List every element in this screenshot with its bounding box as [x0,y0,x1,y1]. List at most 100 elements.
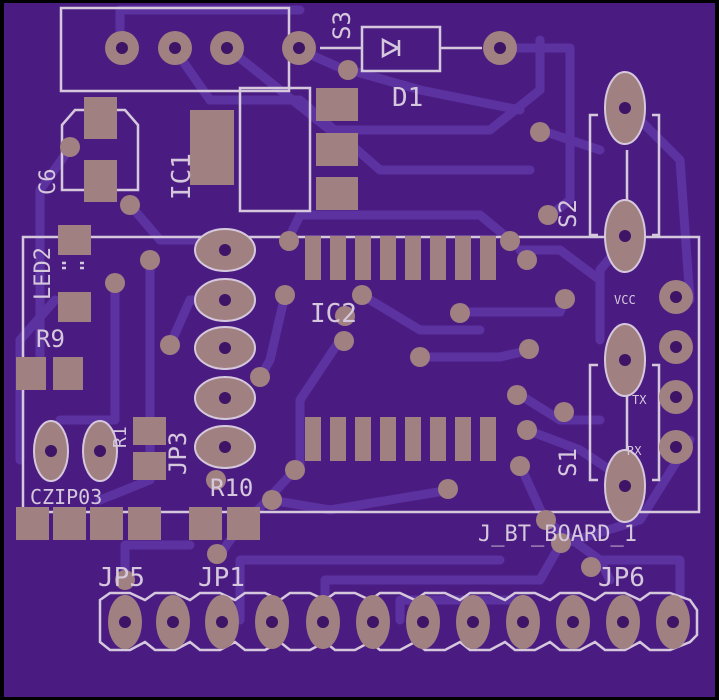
via [250,367,270,387]
r9-pad [53,357,83,390]
led2-mark [62,261,84,270]
drill [317,616,329,628]
led2-pad [58,292,91,322]
via [517,420,537,440]
s1-outline [588,363,661,482]
jp3-pad [133,452,166,480]
drill [670,291,682,303]
smd-pads [16,88,358,540]
ic2-pins [305,236,496,461]
drill [619,102,631,114]
via [450,303,470,323]
via [555,289,575,309]
via [530,122,550,142]
ic2-pin [380,236,396,280]
label-s1: S1 [554,448,582,477]
label-led2: LED2 [31,247,56,300]
label-r10: R10 [210,474,253,502]
ic1-pad [316,133,358,166]
label-ic2: IC2 [310,299,357,329]
ic2-pin [480,417,496,461]
silkscreen-labels: D1 IC1 C6 LED2 R9 IC2 JP3 R10 CZIP03 R1 … [30,11,647,593]
drill [670,441,682,453]
ic2-pin [330,417,346,461]
drill [216,616,228,628]
c6-pad [84,97,117,139]
label-board-name: J_BT_BOARD_1 [478,522,637,547]
via [160,335,180,355]
label-jp6: JP6 [598,563,645,593]
diode-symbol [381,37,401,59]
via [519,339,539,359]
drill [567,616,579,628]
drill [619,354,631,366]
label-jp1: JP1 [198,563,245,593]
label-czip: CZIP03 [30,485,102,509]
ic2-pin [480,236,496,280]
diode-body [360,25,442,73]
drill [116,42,128,54]
via [105,273,125,293]
drill [617,616,629,628]
drill [221,42,233,54]
drill [266,616,278,628]
r10-pad [189,507,222,540]
jp-lower-outline [98,591,699,652]
via [536,510,556,530]
ic2-pin [380,417,396,461]
drill [219,294,231,306]
via [500,231,520,251]
ic2-pin [430,417,446,461]
ic1-outline [238,86,312,213]
drill [219,441,231,453]
via [581,557,601,577]
label-d1: D1 [392,83,423,113]
via [262,490,282,510]
label-tx: TX [632,393,647,407]
via [517,250,537,270]
vias [60,60,601,590]
ic2-pin [455,236,471,280]
led2-pad [58,225,91,255]
ic2-pin [355,236,371,280]
label-vcc: VCC [614,293,636,307]
label-c6: C6 [36,169,61,196]
via [140,250,160,270]
via [120,195,140,215]
ic1-pad [316,177,358,210]
drill [619,480,631,492]
label-rx: RX [627,444,642,458]
drill [619,230,631,242]
ic2-pin [405,417,421,461]
via [507,385,527,405]
drill [467,616,479,628]
label-jp3: JP3 [164,432,192,475]
drill [219,244,231,256]
drill [45,445,57,457]
label-r9: R9 [36,325,65,353]
label-s2: S2 [554,199,582,228]
drill [119,616,131,628]
r9-pad [16,357,46,390]
drill [494,42,506,54]
drill [517,616,529,628]
ic2-pin [330,236,346,280]
ic1-pad-large [190,110,234,185]
drill [667,616,679,628]
drill [169,42,181,54]
via [285,460,305,480]
via [60,137,80,157]
drill [167,616,179,628]
via [538,205,558,225]
r10-pad [227,507,260,540]
label-r1: R1 [110,426,131,448]
drill [293,42,305,54]
s2-outline [588,113,661,237]
via [510,456,530,476]
drill [94,445,106,457]
ic2-pin [430,236,446,280]
czip-pad [16,507,49,540]
via [554,402,574,422]
drill-holes [45,42,682,628]
